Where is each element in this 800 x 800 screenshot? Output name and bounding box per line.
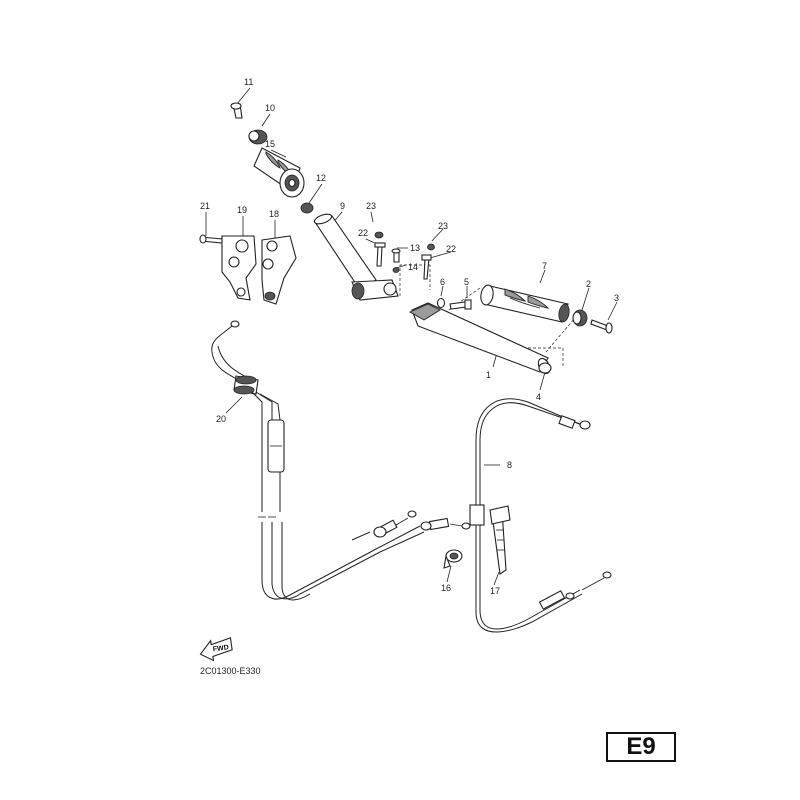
drawing-code: 2C01300-E330 [200,666,261,676]
throttle-grip [253,147,305,198]
label-part-16: 16 [441,583,451,593]
housing-lower [221,235,257,301]
label-part-6: 6 [440,277,445,287]
throttle-housing [199,234,297,305]
label-part-14: 14 [408,262,418,272]
page-number-box: E9 [606,732,676,762]
handlebar-tube-left [313,213,399,301]
label-part-20: 20 [216,414,226,424]
label-part-9: 9 [340,201,345,211]
fwd-label: FWD [212,644,229,653]
label-part-22b: 22 [446,244,456,254]
collar-part [300,202,314,214]
label-part-3: 3 [614,293,619,303]
end-screw [590,319,609,331]
cable-clamp [443,549,463,569]
label-part-23a: 23 [366,201,376,211]
label-part-11: 11 [244,77,253,87]
label-part-12: 12 [316,173,326,183]
right-handlebar-assembly [409,243,613,375]
label-part-22a: 22 [358,228,368,238]
label-part-18: 18 [269,209,279,219]
throttle-assembly [230,102,401,301]
label-part-21: 21 [200,201,210,211]
label-part-19: 19 [237,205,247,215]
cable-tie [489,505,511,575]
clutch-cable [469,398,612,633]
page-number-label: E9 [626,733,656,760]
bar-end-plug [538,362,552,374]
label-part-5: 5 [464,277,469,287]
label-part-15: 15 [265,139,275,149]
housing-upper [261,235,297,305]
label-part-10: 10 [265,103,275,113]
label-part-7: 7 [542,261,547,271]
label-part-8: 8 [507,460,512,470]
label-part-17: 17 [490,586,500,596]
label-part-13: 13 [410,243,420,253]
label-part-4: 4 [536,392,541,402]
label-part-23b: 23 [438,221,448,231]
grip-right [480,284,570,323]
label-part-1: 1 [486,370,491,380]
throttle-cables [211,320,471,601]
label-part-2: 2 [586,279,591,289]
fwd-arrow: FWD [199,637,233,662]
part-number-labels: 11 10 15 12 9 21 19 18 23 22 13 14 23 22… [200,77,619,596]
